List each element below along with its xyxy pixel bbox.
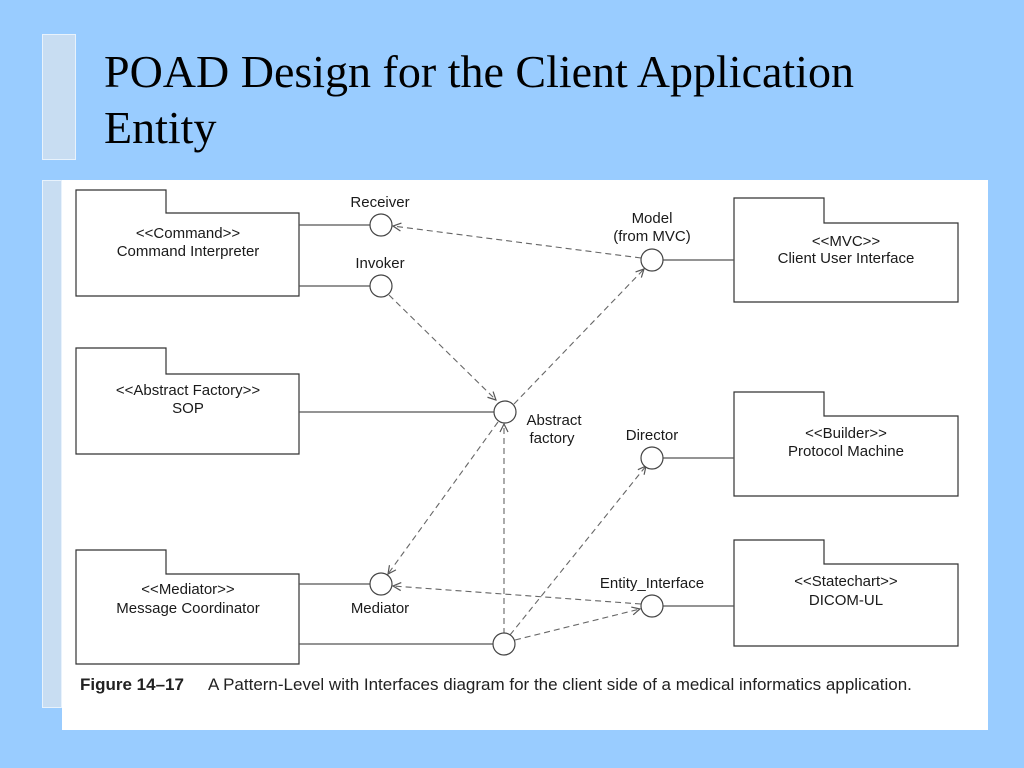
package-name: Client User Interface: [778, 250, 915, 267]
package-name: Message Coordinator: [116, 600, 259, 617]
interface-circles: [369, 213, 664, 656]
package-protocol-machine: <<Builder>> Protocol Machine: [733, 391, 959, 497]
package-stereotype: <<Abstract Factory>>: [116, 382, 260, 399]
abstract-factory-label-line-2: factory: [529, 430, 575, 447]
model-label-line-2: (from MVC): [613, 228, 691, 245]
arrow-entity-to-mediator: [393, 586, 642, 605]
arrow-factory-to-model: [513, 269, 644, 405]
arrow-lower-to-entity: [514, 609, 640, 641]
package-stereotype: <<MVC>>: [812, 233, 881, 250]
package-message-coordinator: <<Mediator>> Message Coordinator: [75, 549, 300, 665]
package-command-interpreter: <<Command>> Command Interpreter: [75, 189, 300, 297]
package-sop: <<Abstract Factory>> SOP: [75, 347, 300, 455]
arrow-lower-to-director: [509, 466, 646, 636]
entity-interface-label: Entity_Interface: [600, 575, 704, 592]
model-label-line-1: Model: [632, 210, 673, 227]
package-stereotype: <<Command>>: [136, 225, 240, 242]
pattern-diagram: <<Command>> Command Interpreter <<Abstra…: [75, 189, 959, 665]
model-interface-circle: [640, 248, 664, 272]
receiver-interface-circle: [369, 213, 393, 237]
package-client-user-interface: <<MVC>> Client User Interface: [733, 197, 959, 303]
invoker-interface-circle: [369, 274, 393, 298]
slide-title: POAD Design for the Client Application E…: [104, 44, 984, 156]
figure-number: Figure 14–17: [80, 675, 184, 694]
caption-text: A Pattern-Level with Interfaces diagram …: [207, 675, 912, 694]
mediator-label: Mediator: [351, 600, 409, 617]
arrow-invoker-to-factory: [388, 294, 496, 400]
content-accent-bar: [42, 180, 62, 708]
title-accent-bar: [42, 34, 76, 160]
dependency-arrows: [388, 226, 646, 641]
slide-title-line-2: Entity: [104, 102, 217, 153]
arrow-factory-to-mediator: [388, 421, 499, 574]
package-name: Command Interpreter: [117, 243, 260, 260]
package-dicom-ul: <<Statechart>> DICOM-UL: [733, 539, 959, 647]
slide-title-line-1: POAD Design for the Client Application: [104, 46, 854, 97]
figure-panel: <<Command>> Command Interpreter <<Abstra…: [62, 180, 988, 730]
interface-links: [299, 224, 734, 645]
package-name: SOP: [172, 400, 204, 417]
director-label: Director: [626, 427, 679, 444]
package-stereotype: <<Builder>>: [805, 425, 887, 442]
director-interface-circle: [640, 446, 664, 470]
figure-caption: Figure 14–17 A Pattern-Level with Interfa…: [80, 674, 960, 695]
lower-factory-interface-circle: [492, 632, 516, 656]
package-stereotype: <<Statechart>>: [794, 573, 898, 590]
arrow-model-to-receiver: [393, 226, 642, 259]
package-name: Protocol Machine: [788, 443, 904, 460]
mediator-interface-circle: [369, 572, 393, 596]
package-stereotype: <<Mediator>>: [141, 581, 235, 598]
entity-interface-circle: [640, 594, 664, 618]
invoker-label: Invoker: [355, 255, 404, 272]
receiver-label: Receiver: [350, 194, 409, 211]
abstract-factory-interface-circle: [493, 400, 517, 424]
abstract-factory-label-line-1: Abstract: [526, 412, 582, 429]
package-name: DICOM-UL: [809, 592, 883, 609]
